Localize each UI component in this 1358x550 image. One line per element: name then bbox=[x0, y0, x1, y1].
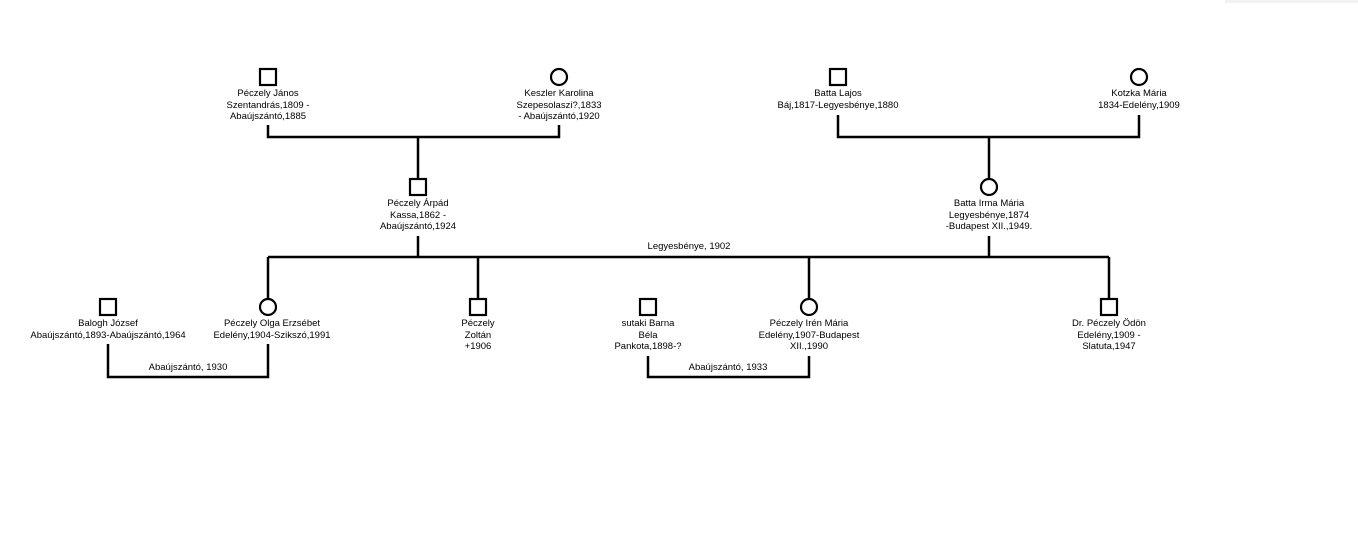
person-detail: Pankota,1898-? bbox=[614, 341, 682, 352]
person-name: Péczely bbox=[461, 318, 495, 329]
person-detail: Edelény,1909 - bbox=[1077, 329, 1141, 341]
person-label-keszler-karolina: Keszler Karolina Szepesolaszi?,1833 - Ab… bbox=[516, 88, 601, 123]
person-detail: Szentandrás,1809 - bbox=[226, 99, 310, 111]
male-symbol-batta-lajos bbox=[828, 67, 848, 87]
connector-lajos-maria bbox=[836, 115, 1141, 139]
female-symbol-peczely-olga bbox=[258, 297, 278, 317]
person-name: Péczely Árpád bbox=[387, 198, 449, 209]
female-symbol-peczely-iren bbox=[799, 297, 819, 317]
person-name: Balogh József bbox=[78, 318, 138, 329]
connector-janos-karolina bbox=[266, 125, 561, 139]
person-detail: Edelény,1907-Budapest bbox=[758, 329, 860, 341]
person-detail: +1906 bbox=[464, 341, 492, 352]
person-name: Kotzka Mária bbox=[1111, 88, 1167, 99]
person-detail: Abaújszántó,1885 bbox=[229, 111, 307, 122]
person-label-batta-irma: Batta Irma Mária Legyesbénye,1874 -Budap… bbox=[946, 198, 1033, 233]
person-name: Batta Lajos bbox=[814, 88, 862, 99]
male-symbol-peczely-janos bbox=[258, 67, 278, 87]
person-detail: -Budapest XII.,1949. bbox=[945, 221, 1033, 232]
person-label-peczely-iren: Péczely Irén Mária Edelény,1907-Budapest… bbox=[759, 318, 860, 353]
person-label-peczely-olga: Péczely Olga Erzsébet Edelény,1904-Sziks… bbox=[213, 318, 330, 341]
person-name: Péczely Irén Mária bbox=[769, 318, 849, 329]
person-detail: Abaújszántó,1924 bbox=[379, 221, 457, 232]
union-label-jozsef-olga: Abaújszántó, 1930 bbox=[148, 362, 228, 373]
person-detail: 1834-Edelény,1909 bbox=[1098, 99, 1180, 111]
person-detail: Abaújszántó,1893-Abaújszántó,1964 bbox=[30, 329, 186, 341]
person-label-sutaki-barna: sutaki Barna Béla Pankota,1898-? bbox=[614, 318, 681, 353]
person-detail: Béla bbox=[638, 329, 658, 341]
person-label-peczely-odon: Dr. Péczely Ödön Edelény,1909 - Slatuta,… bbox=[1072, 318, 1146, 353]
male-symbol-peczely-zoltan bbox=[468, 297, 488, 317]
person-name: sutaki Barna bbox=[621, 318, 675, 329]
person-detail: Szepesolaszi?,1833 bbox=[516, 99, 602, 111]
person-label-batta-lajos: Batta Lajos Báj,1817-Legyesbénye,1880 bbox=[778, 88, 899, 111]
person-label-peczely-janos: Péczely János Szentandrás,1809 - Abaújsz… bbox=[227, 88, 310, 123]
person-detail: Edelény,1904-Szikszó,1991 bbox=[213, 329, 331, 341]
person-detail: XII.,1990 bbox=[789, 341, 829, 352]
person-name: Dr. Péczely Ödön bbox=[1072, 318, 1146, 329]
female-symbol-keszler-karolina bbox=[549, 67, 569, 87]
person-label-balogh-jozsef: Balogh József Abaújszántó,1893-Abaújszán… bbox=[30, 318, 185, 341]
person-detail: Kassa,1862 - bbox=[390, 209, 446, 221]
person-detail: - Abaújszántó,1920 bbox=[518, 111, 600, 122]
male-symbol-sutaki-barna bbox=[638, 297, 658, 317]
person-label-peczely-zoltan: Péczely Zoltán +1906 bbox=[461, 318, 494, 353]
connector-jozsef-olga bbox=[106, 344, 270, 379]
person-name: Péczely Olga Erzsébet bbox=[223, 318, 321, 329]
top-right-rule bbox=[1225, 0, 1358, 3]
person-name: Batta Irma Mária bbox=[953, 198, 1025, 209]
person-label-peczely-arpad: Péczely Árpád Kassa,1862 - Abaújszántó,1… bbox=[380, 198, 456, 233]
female-symbol-kotzka-maria bbox=[1129, 67, 1149, 87]
person-name: Keszler Karolina bbox=[524, 88, 594, 99]
person-name: Péczely János bbox=[237, 88, 299, 99]
connector-barna-iren bbox=[646, 356, 811, 379]
male-symbol-balogh-jozsef bbox=[98, 297, 118, 317]
male-symbol-peczely-arpad bbox=[408, 177, 428, 197]
person-label-kotzka-maria: Kotzka Mária 1834-Edelény,1909 bbox=[1098, 88, 1180, 111]
female-symbol-batta-irma bbox=[979, 177, 999, 197]
union-label-barna-iren: Abaújszántó, 1933 bbox=[688, 362, 768, 373]
person-detail: Legyesbénye,1874 bbox=[948, 209, 1030, 221]
person-detail: Zoltán bbox=[464, 329, 492, 341]
person-detail: Báj,1817-Legyesbénye,1880 bbox=[777, 99, 899, 111]
male-symbol-peczely-odon bbox=[1099, 297, 1119, 317]
person-detail: Slatuta,1947 bbox=[1082, 341, 1136, 352]
union-label-arpad-irma: Legyesbénye, 1902 bbox=[647, 241, 731, 252]
